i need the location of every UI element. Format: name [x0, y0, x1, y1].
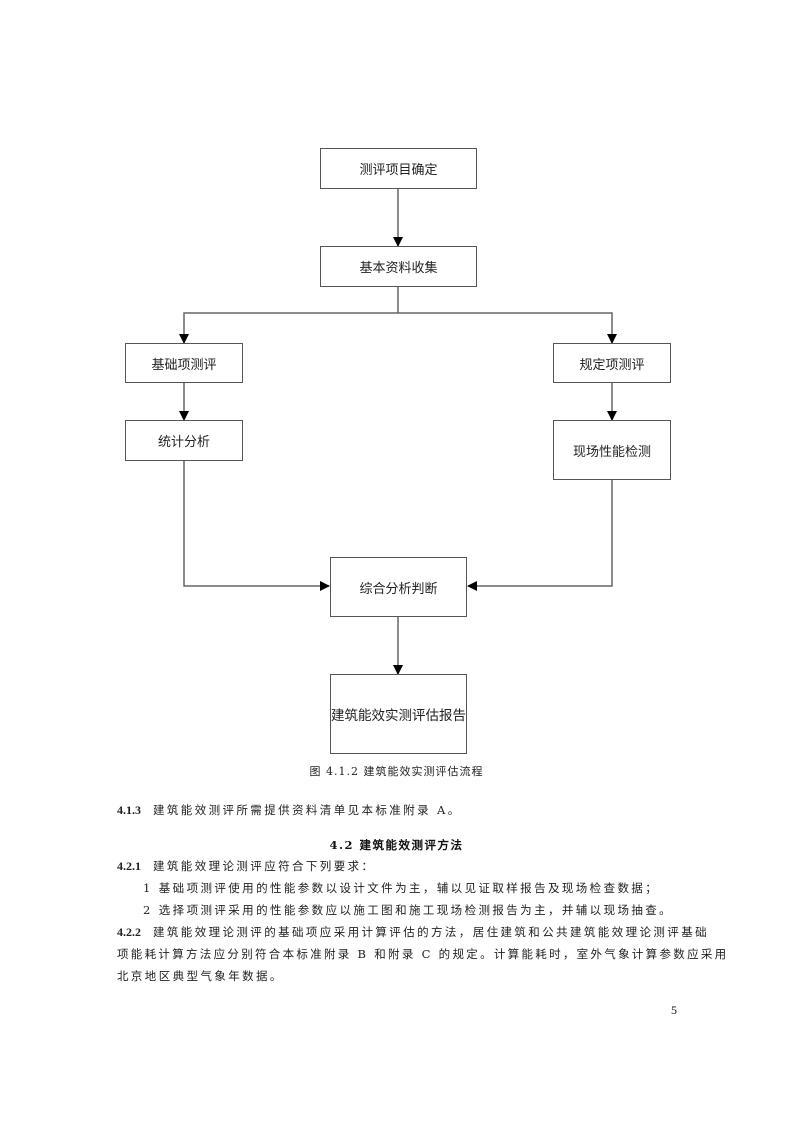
arrow-split-to-basic [179, 312, 398, 344]
clause-4-2-2-line2: 项能耗计算方法应分别符合本标准附录 B 和附录 C 的规定。计算能耗时，室外气象… [117, 947, 729, 961]
list-item-1: 1 基础项测评使用的性能参数以设计文件为主，辅以见证取样报告及现场检查数据； [143, 881, 660, 895]
clause-4-2-1: 4.2.1 建筑能效理论测评应符合下列要求： [117, 858, 375, 874]
clause-number: 4.2.2 [117, 925, 141, 939]
clause-number: 4.1.3 [117, 803, 141, 817]
node-data-collect: 基本资料收集 [320, 246, 477, 287]
clause-4-2-2: 4.2.2 建筑能效理论测评的基础项应采用计算评估的方法，居住建筑和公共建筑能效理… [117, 924, 709, 940]
node-comprehensive: 综合分析判断 [330, 557, 467, 617]
arrow-split-to-required [398, 312, 617, 344]
section-heading-4-2: 4.2 建筑能效测评方法 [329, 838, 464, 852]
arrow-field-to-comprehensive [467, 479, 613, 591]
figure-caption: 图 4.1.2 建筑能效实测评估流程 [309, 765, 484, 778]
clause-text: 建筑能效理论测评应符合下列要求： [153, 859, 376, 873]
node-basic-eval: 基础项测评 [125, 343, 243, 383]
list-item-2: 2 选择项测评采用的性能参数应以施工图和施工现场检测报告为主，并辅以现场抽查。 [143, 903, 674, 917]
clause-text-line1: 建筑能效理论测评的基础项应采用计算评估的方法，居住建筑和公共建筑能效理论测评基础 [153, 925, 709, 939]
node-project-confirm: 测评项目确定 [320, 148, 477, 189]
clause-text: 建筑能效测评所需提供资料清单见本标准附录 A。 [153, 803, 462, 817]
node-report: 建筑能效实测评估报告 [330, 674, 467, 754]
page-number: 5 [671, 1003, 677, 1017]
clause-4-2-2-line3: 北京地区典型气象年数据。 [117, 969, 284, 983]
flowchart-connectors [179, 188, 617, 675]
arrow-stat-to-comprehensive [183, 461, 330, 591]
node-field-test: 现场性能检测 [553, 420, 671, 480]
node-stat-analysis: 统计分析 [125, 420, 243, 461]
clause-4-1-3: 4.1.3 建筑能效测评所需提供资料清单见本标准附录 A。 [117, 802, 462, 818]
node-required-eval: 规定项测评 [553, 343, 671, 383]
clause-number: 4.2.1 [117, 859, 141, 873]
